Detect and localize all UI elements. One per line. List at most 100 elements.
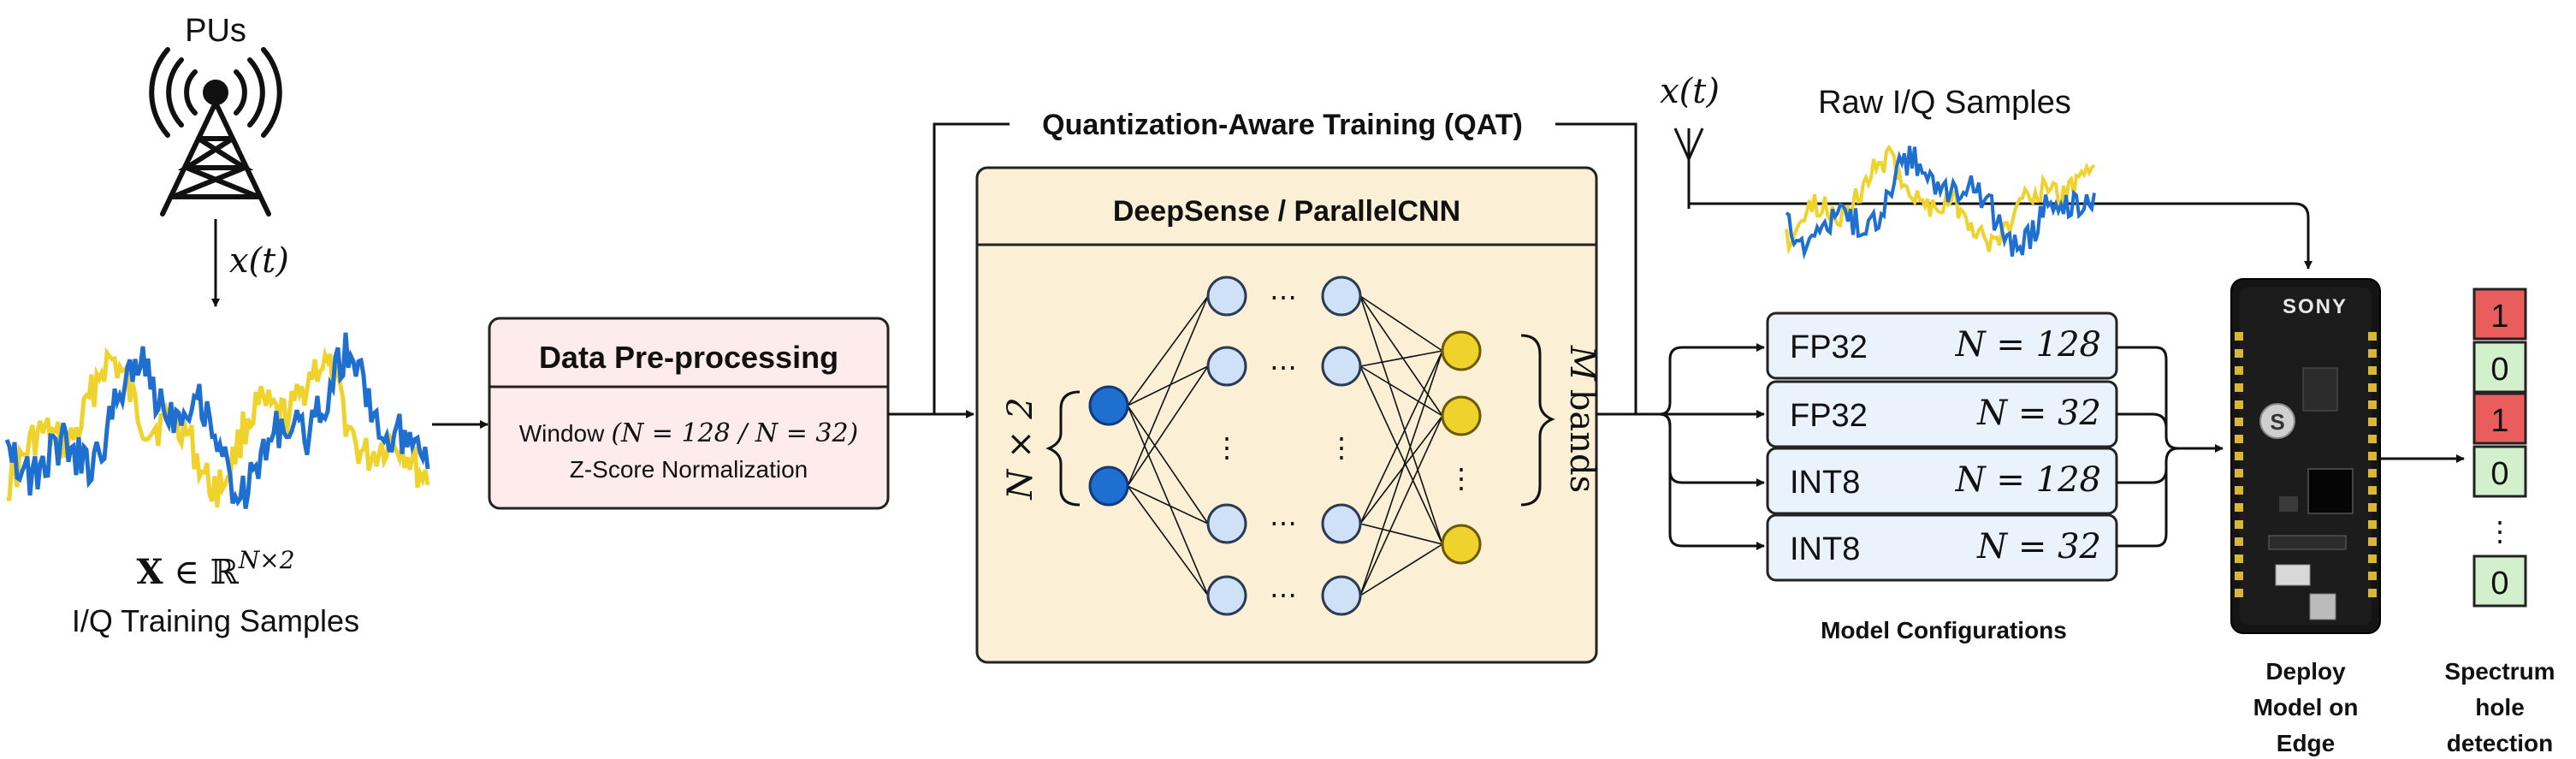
network-connections	[1127, 295, 1443, 596]
usb-port	[2309, 593, 2336, 620]
detection-value: 0	[2490, 456, 2508, 492]
pin	[2235, 400, 2243, 409]
network-edge	[1359, 415, 1443, 525]
svg-text:detection: detection	[2447, 730, 2553, 756]
hidden-neuron-a	[1206, 346, 1247, 387]
raw-waveform-q	[1785, 144, 2096, 255]
detection-cell: 1	[2472, 392, 2527, 445]
pin	[2235, 554, 2243, 563]
pin	[2368, 366, 2377, 375]
antenna-tower-icon	[149, 47, 282, 216]
board-header-pins	[2235, 332, 2377, 597]
hidden-neuron-a	[1206, 503, 1247, 544]
network-edge	[1359, 365, 1443, 545]
config-precision: INT8	[1790, 531, 1860, 567]
network-edge	[1359, 350, 1443, 525]
pin	[2235, 469, 2243, 477]
ellipsis-row-3: ⋯	[1270, 507, 1297, 539]
pus-signal-label: x(t)	[229, 241, 289, 281]
detection-value: 1	[2490, 299, 2508, 335]
ellipsis-col-2: ⋮	[1328, 431, 1355, 464]
pin	[2368, 349, 2377, 358]
pin	[2235, 383, 2243, 392]
network-box: DeepSense / ParallelCNN ⋯ ⋯ ⋯ ⋯ ⋮ ⋮ ⋮ N …	[975, 166, 1602, 664]
receive-antenna-icon	[1673, 127, 1704, 209]
board-brand: SONY	[2283, 295, 2348, 318]
training-label: I/Q Training Samples	[72, 603, 359, 638]
pin	[2368, 332, 2377, 341]
ellipsis-row-2: ⋯	[1270, 351, 1297, 383]
board-button	[2275, 564, 2311, 586]
hidden-neuron-a	[1206, 575, 1247, 616]
config-window: N = 128	[1955, 325, 2101, 365]
config-fanout	[1596, 343, 1765, 550]
input-brace	[1045, 390, 1081, 507]
pin	[2235, 435, 2243, 443]
pin	[2235, 537, 2243, 546]
preprocess-box: Data Pre-processing Window(N = 128 / N =…	[488, 317, 890, 510]
pin	[2368, 418, 2377, 426]
hidden-neuron-b	[1321, 346, 1362, 387]
network-edge	[1359, 365, 1443, 417]
network-edge	[1127, 295, 1209, 487]
pin	[2235, 572, 2243, 580]
raw-iq-group: x(t) Raw I/Q Samples	[1660, 72, 2312, 270]
ellipsis-row-4: ⋯	[1270, 578, 1297, 611]
config-box: FP32 N = 32	[1766, 380, 2118, 448]
edge-device-board: SONY S	[2230, 278, 2381, 634]
pus-group: PUs x(t)	[149, 13, 289, 307]
hidden-neuron-b	[1321, 276, 1362, 317]
pin	[2235, 589, 2243, 597]
output-neuron	[1441, 524, 1482, 565]
network-edge	[1359, 295, 1443, 417]
ellipsis-col-3: ⋮	[1448, 462, 1475, 495]
network-edge	[1359, 543, 1443, 596]
config-caption: Model Configurations	[1821, 617, 2067, 643]
network-edge	[1127, 365, 1209, 406]
raw-iq-label: Raw I/Q Samples	[1818, 85, 2071, 121]
network-neurons	[1088, 276, 1482, 616]
detection-value: 0	[2490, 566, 2508, 602]
network-edge	[1127, 485, 1209, 525]
board-chip	[2307, 468, 2354, 514]
pin	[2368, 537, 2377, 546]
qat-label: Quantization-Aware Training (QAT)	[1042, 109, 1523, 141]
pin	[2235, 418, 2243, 426]
svg-text:Spectrum: Spectrum	[2444, 658, 2555, 685]
config-precision: FP32	[1790, 398, 1868, 434]
training-math: X ∈ ℝN×2	[136, 546, 294, 592]
pus-label: PUs	[185, 13, 246, 49]
network-edge	[1359, 415, 1443, 596]
config-window: N = 32	[1976, 394, 2101, 433]
svg-text:Model on: Model on	[2253, 694, 2359, 720]
hidden-neuron-b	[1321, 503, 1362, 544]
pin	[2235, 452, 2243, 460]
config-box: FP32 N = 128	[1766, 311, 2118, 380]
config-precision: FP32	[1790, 329, 1868, 365]
detection-cell: 1	[2472, 288, 2527, 341]
pin	[2368, 520, 2377, 529]
board-connector	[2268, 535, 2347, 550]
board-module	[2302, 367, 2338, 412]
output-neuron	[1441, 330, 1482, 371]
network-title: DeepSense / ParallelCNN	[1113, 195, 1460, 228]
training-waveform-q	[6, 347, 430, 508]
board-component	[2279, 496, 2298, 512]
input-neuron	[1088, 385, 1129, 426]
training-waveform-i	[4, 332, 430, 509]
detection-cell: 0	[2472, 341, 2527, 394]
pin	[2235, 486, 2243, 495]
pin	[2235, 503, 2243, 512]
input-size-label: N × 2	[1001, 397, 1040, 500]
output-neuron	[1441, 395, 1482, 436]
network-edge	[1127, 295, 1209, 406]
svg-text:S: S	[2270, 409, 2284, 435]
pin	[2368, 400, 2377, 409]
input-neuron	[1088, 465, 1129, 507]
network-edge	[1127, 485, 1209, 596]
ellipsis-col-1: ⋮	[1213, 431, 1241, 464]
